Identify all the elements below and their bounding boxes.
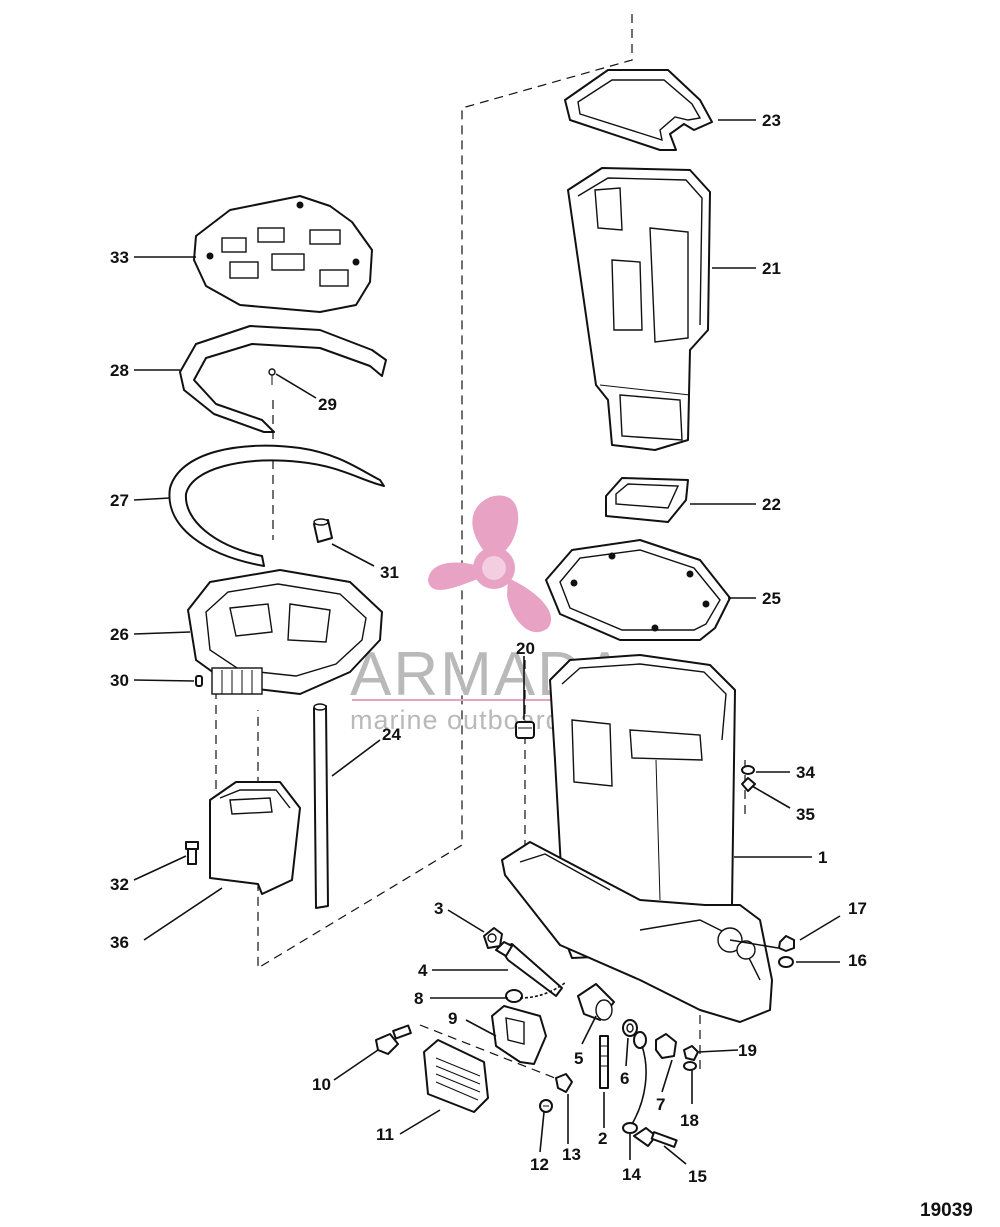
callout-6: 6 <box>620 1069 629 1088</box>
part-6-washer <box>622 1019 638 1037</box>
callout-29: 29 <box>318 395 337 414</box>
assembly-dash-lines <box>215 14 746 1081</box>
callout-labels: 23 21 22 25 20 34 35 1 17 16 19 18 7 15 … <box>110 111 867 1186</box>
part-26-adapter-plate <box>187 569 383 695</box>
part-13-nut <box>555 1073 573 1093</box>
part-15-bolt <box>633 1127 678 1148</box>
callout-36: 36 <box>110 933 129 952</box>
callout-11: 11 <box>376 1125 394 1144</box>
callout-31: 31 <box>380 563 399 582</box>
callout-14: 14 <box>622 1165 641 1184</box>
callout-8: 8 <box>414 989 423 1008</box>
callout-12: 12 <box>530 1155 549 1174</box>
callout-19: 19 <box>738 1041 757 1060</box>
part-23-gasket <box>564 69 713 151</box>
part-1-driveshaft-housing <box>501 654 779 1023</box>
part-32-bolt <box>185 841 199 865</box>
callout-21: 21 <box>762 259 781 278</box>
part-34-35-fasteners <box>741 765 756 792</box>
callout-4: 4 <box>418 961 428 980</box>
part-14-ground-strap <box>622 1031 647 1134</box>
watermark-logo: ARMADA marine outboards <box>350 495 652 735</box>
callout-17: 17 <box>848 899 867 918</box>
leader-lines <box>133 119 841 1165</box>
part-10-bolt <box>375 1024 412 1055</box>
callout-5: 5 <box>574 1049 583 1068</box>
propeller-icon <box>428 495 552 633</box>
part-3-nut <box>483 927 503 949</box>
part-12-screw <box>539 1099 553 1113</box>
callout-28: 28 <box>110 361 129 380</box>
part-20-plug <box>515 721 535 739</box>
part-28-frame <box>179 325 387 433</box>
callout-24: 24 <box>382 725 401 744</box>
callout-23: 23 <box>762 111 781 130</box>
part-21-upper-housing <box>567 167 711 451</box>
part-30-dowel <box>195 675 203 687</box>
part-2-stud <box>599 1035 609 1089</box>
callout-18: 18 <box>680 1111 699 1130</box>
part-8-ground-strap <box>505 981 567 1003</box>
part-4-bolt <box>495 941 563 997</box>
callout-1: 1 <box>818 848 827 867</box>
callout-7: 7 <box>656 1095 665 1114</box>
callout-9: 9 <box>448 1009 457 1028</box>
callout-3: 3 <box>434 899 443 918</box>
callout-33: 33 <box>110 248 129 267</box>
part-31-bushing <box>313 518 333 543</box>
part-7-nut <box>655 1033 677 1059</box>
callout-10: 10 <box>312 1075 331 1094</box>
callout-34: 34 <box>796 763 815 782</box>
callout-15: 15 <box>688 1167 707 1186</box>
callout-25: 25 <box>762 589 781 608</box>
callout-22: 22 <box>762 495 781 514</box>
diagram-reference-number: 19039 <box>920 1200 973 1221</box>
callout-27: 27 <box>110 491 129 510</box>
callout-32: 32 <box>110 875 129 894</box>
part-24-tube <box>313 703 329 909</box>
part-25-gasket <box>545 539 731 641</box>
callout-13: 13 <box>562 1145 581 1164</box>
callout-2: 2 <box>598 1129 607 1148</box>
part-9-mount-bracket <box>491 1005 547 1065</box>
part-33-plate <box>193 195 373 313</box>
callout-35: 35 <box>796 805 815 824</box>
callout-20: 20 <box>516 639 535 658</box>
callout-26: 26 <box>110 625 129 644</box>
part-22-seal <box>605 477 689 523</box>
part-36-exhaust-tube <box>209 781 301 895</box>
part-5-bushing <box>577 983 615 1021</box>
watermark-tagline: marine outboards <box>350 705 576 735</box>
part-11-cover-plate <box>423 1039 489 1113</box>
callout-16: 16 <box>848 951 867 970</box>
part-18-19-fasteners <box>683 1045 699 1071</box>
part-16-17-fasteners <box>778 935 795 968</box>
callout-30: 30 <box>110 671 129 690</box>
part-27-curved-seal <box>168 444 385 567</box>
